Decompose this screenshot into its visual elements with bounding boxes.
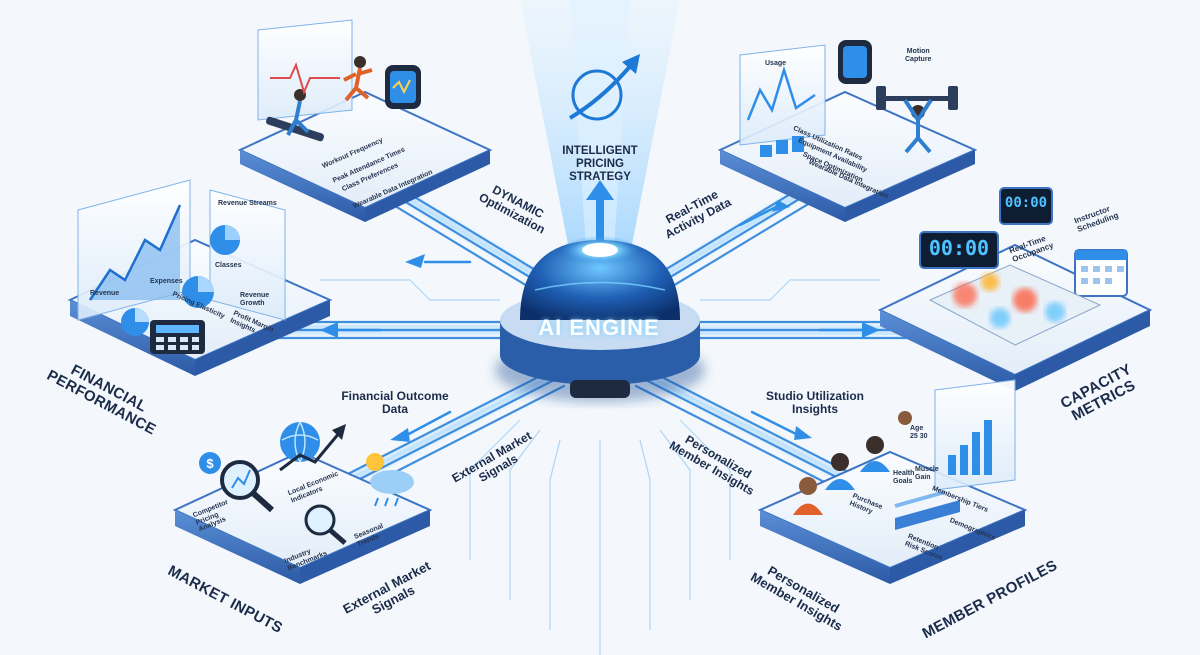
- fin-revenue-streams: Revenue Streams: [218, 200, 277, 207]
- bar-chart-icon: [894, 420, 992, 530]
- avatar-icon: [793, 411, 912, 515]
- magnifier-icon: [220, 460, 347, 545]
- fin-expenses: Expenses: [150, 278, 183, 285]
- mp-age: Age 25 30: [910, 425, 928, 440]
- sa-motion-label: Motion Capture: [905, 48, 932, 63]
- line-chart-icon: [746, 65, 816, 157]
- studio-smartwatch-icon: [838, 40, 872, 84]
- weightlifter-icon: [876, 86, 958, 154]
- capacity-clock-big: 00:00: [928, 236, 990, 260]
- fin-revenue: Revenue: [90, 290, 120, 297]
- flow-studio-utilization: Studio Utilization Insights: [766, 389, 864, 416]
- pricing-strategy-label: INTELLIGENT PRICING STRATEGY: [562, 145, 638, 184]
- smartwatch-icon: [385, 65, 421, 109]
- platform-member-activity: [237, 19, 493, 222]
- circuit-traces: [320, 279, 880, 655]
- sa-usage-label: Usage: [765, 60, 787, 67]
- ai-engine-label: AI ENGINE: [538, 315, 660, 340]
- platform-studio-activity: [717, 44, 978, 222]
- capacity-clock-small: 00:00: [1004, 195, 1048, 211]
- runner-icon: [343, 56, 373, 102]
- fin-revenue-growth: Revenue Growth: [240, 292, 270, 307]
- globe-trend-icon: [279, 421, 346, 472]
- area-chart-icon: [88, 204, 182, 301]
- weather-icon: [366, 453, 414, 507]
- digital-clock-icon: [919, 187, 1053, 269]
- ai-engine: [495, 236, 705, 402]
- heatmap-floorplan-icon: [928, 264, 1102, 346]
- pie-chart-icon: [121, 225, 240, 336]
- heartbeat-icon: [270, 62, 340, 95]
- dollar-growth-icon: [568, 54, 640, 121]
- mp-health-goals: Health Goals: [893, 470, 915, 485]
- calendar-icon: [1074, 249, 1128, 297]
- flow-financial-outcome: Financial Outcome Data: [341, 389, 449, 416]
- svg-text:$: $: [206, 456, 214, 471]
- mp-muscle-gain: Muscle Gain: [915, 466, 939, 481]
- calculator-icon: [150, 320, 205, 354]
- dollar-icon: $: [199, 452, 221, 474]
- fin-classes: Classes: [215, 262, 242, 269]
- treadmill-runner-icon: [266, 89, 324, 142]
